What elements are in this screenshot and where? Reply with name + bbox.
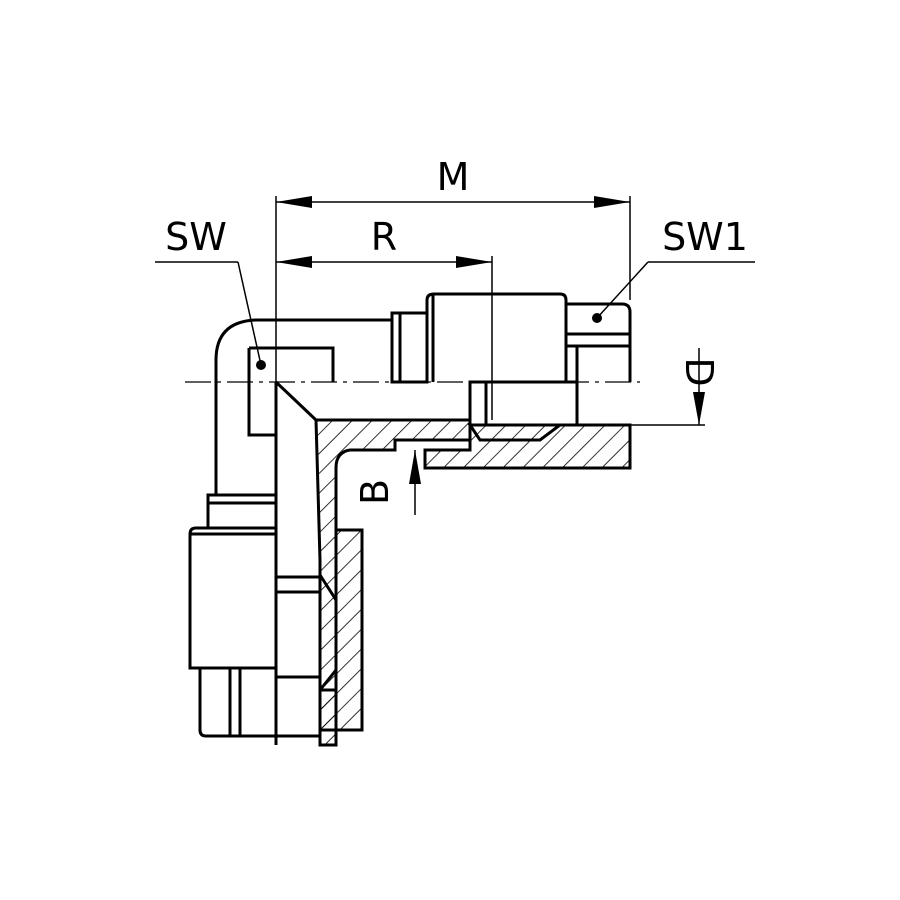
- label-m: M: [437, 155, 470, 199]
- label-b: B: [353, 479, 397, 505]
- dimension-r: R: [276, 215, 493, 420]
- section-body: [314, 418, 632, 747]
- label-sw: SW: [165, 215, 227, 259]
- leader-sw1: SW1: [592, 215, 755, 323]
- leader-sw: SW: [155, 215, 266, 370]
- top-nut: [390, 292, 632, 427]
- label-d: D: [677, 357, 721, 386]
- label-r: R: [371, 215, 397, 259]
- dimension-d: D: [630, 348, 721, 426]
- dimension-b: B: [353, 450, 421, 515]
- bottom-nut: [188, 493, 322, 738]
- label-sw1: SW1: [662, 215, 748, 259]
